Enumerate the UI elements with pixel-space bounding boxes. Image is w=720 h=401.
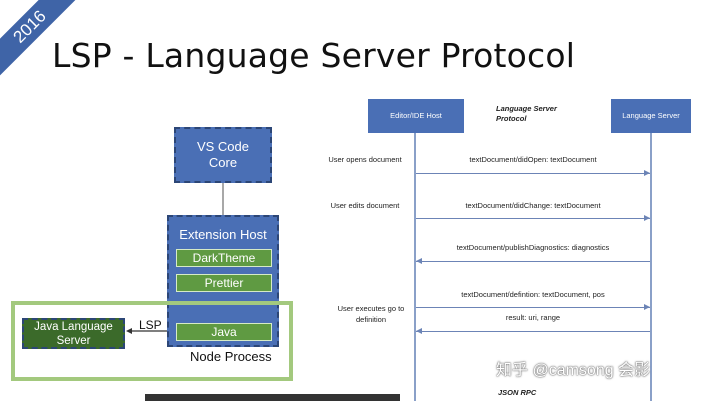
extension-java: Java bbox=[176, 323, 272, 341]
extension-prettier: Prettier bbox=[176, 274, 272, 292]
language-server-header: Language Server bbox=[611, 99, 691, 133]
msg-publishdiagnostics: textDocument/publishDiagnostics: diagnos… bbox=[456, 243, 610, 252]
node-process-label: Node Process bbox=[190, 349, 272, 364]
java-language-server-box: Java Language Server bbox=[22, 318, 125, 349]
protocol-note: Language Server Protocol bbox=[496, 104, 557, 124]
arrow-didchange bbox=[416, 218, 650, 219]
vscode-core-box: VS Code Core bbox=[174, 127, 272, 183]
arrow-definition bbox=[416, 307, 650, 308]
java-server-line2: Server bbox=[56, 334, 91, 347]
msg-didchange: textDocument/didChange: textDocument bbox=[465, 201, 601, 210]
arrow-publishdiagnostics bbox=[416, 261, 650, 262]
msg-definition: textDocument/defintion: textDocument, po… bbox=[461, 290, 605, 299]
editor-host-header: Editor/IDE Host bbox=[368, 99, 464, 133]
event-edit: User edits document bbox=[330, 201, 400, 210]
core-label-line1: VS Code bbox=[196, 139, 250, 154]
server-lifeline bbox=[650, 118, 652, 401]
extension-darktheme: DarkTheme bbox=[176, 249, 272, 267]
lsp-arrow-label: LSP bbox=[139, 318, 162, 332]
bottom-dark-bar bbox=[145, 394, 400, 401]
arrow-result bbox=[416, 331, 650, 332]
protocol-note-line1: Language Server bbox=[496, 104, 557, 113]
msg-didopen: textDocument/didOpen: textDocument bbox=[469, 155, 597, 164]
extension-host-box: Extension Host DarkTheme Prettier Java bbox=[167, 215, 279, 347]
json-rpc-footer: JSON RPC bbox=[498, 388, 537, 397]
event-goto-definition: User executes go to definition bbox=[337, 304, 405, 324]
extension-host-label: Extension Host bbox=[179, 227, 267, 242]
watermark: 知乎 @camsong 会影 bbox=[496, 362, 651, 379]
highlight-frame bbox=[11, 301, 293, 381]
arrow-didopen bbox=[416, 173, 650, 174]
editor-lifeline bbox=[414, 118, 416, 401]
core-label-line2: Core bbox=[208, 155, 238, 170]
event-open: User opens document bbox=[328, 155, 402, 164]
slide-title: LSP - Language Server Protocol bbox=[52, 36, 576, 75]
protocol-note-line2: Protocol bbox=[496, 114, 527, 123]
java-server-line1: Java Language bbox=[34, 320, 113, 333]
msg-result: result: uri, range bbox=[505, 313, 561, 322]
